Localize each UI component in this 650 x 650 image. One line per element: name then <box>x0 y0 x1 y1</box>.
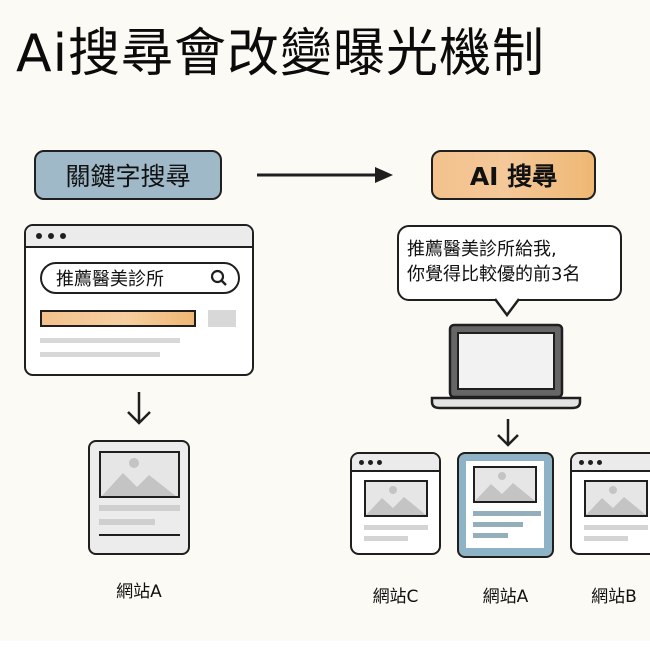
window-titlebar <box>26 226 252 248</box>
window-dot-icon <box>368 459 373 465</box>
window-dot-icon <box>377 459 382 465</box>
window-dot-icon <box>359 459 364 465</box>
text-line-placeholder <box>99 519 155 525</box>
keyword-search-heading: 關鍵字搜尋 <box>34 150 222 200</box>
page-title: Ai搜尋會改變曝光機制 <box>16 24 546 84</box>
result-card-website-b[interactable] <box>570 452 650 555</box>
prompt-line-1: 推薦醫美診所給我, <box>407 239 557 260</box>
divider <box>99 534 180 536</box>
text-line-placeholder <box>99 505 180 511</box>
ad-placeholder <box>208 310 236 327</box>
text-line-placeholder <box>364 525 428 530</box>
result-label-b: 網站B <box>591 587 637 607</box>
result-label-left: 網站A <box>116 582 162 602</box>
prompt-line-2: 你覺得比較優的前3名 <box>407 264 581 285</box>
result-card-website-a[interactable] <box>88 440 190 555</box>
result-label-a: 網站A <box>482 587 529 607</box>
window-dot-icon <box>60 233 66 239</box>
text-line-placeholder <box>473 522 523 527</box>
search-engine-window: 推薦醫美診所 <box>24 224 254 376</box>
image-placeholder-icon <box>364 480 428 517</box>
image-placeholder-icon <box>473 466 537 503</box>
search-query: 推薦醫美診所 <box>56 269 164 290</box>
image-placeholder-icon <box>584 480 648 517</box>
text-line-placeholder <box>364 536 408 541</box>
keyword-search-label: 關鍵字搜尋 <box>65 162 191 191</box>
text-line-placeholder <box>584 525 648 530</box>
result-card-website-a-highlighted[interactable] <box>457 452 554 558</box>
down-arrow-icon <box>497 419 519 447</box>
result-card-website-c[interactable] <box>350 452 441 555</box>
card-inner <box>466 461 544 548</box>
top-result-bar <box>40 310 196 327</box>
window-titlebar <box>572 454 650 472</box>
text-line-placeholder <box>40 338 180 343</box>
window-dot-icon <box>588 459 593 465</box>
down-arrow-icon <box>127 392 151 425</box>
bubble-tail <box>494 298 520 318</box>
text-line-placeholder <box>40 352 160 357</box>
search-icon[interactable] <box>210 269 228 287</box>
ai-prompt-bubble: 推薦醫美診所給我, 你覺得比較優的前3名 <box>397 225 622 301</box>
image-placeholder-icon <box>99 451 180 498</box>
ai-search-label: AI 搜尋 <box>469 162 558 191</box>
window-titlebar <box>352 454 439 472</box>
window-dot-icon <box>36 233 42 239</box>
search-input[interactable]: 推薦醫美診所 <box>40 262 240 294</box>
window-dot-icon <box>597 459 602 465</box>
text-line-placeholder <box>473 511 541 516</box>
text-line-placeholder <box>473 533 508 538</box>
text-line-placeholder <box>584 536 628 541</box>
laptop-icon <box>430 323 582 410</box>
result-label-c: 網站C <box>372 587 419 607</box>
window-dot-icon <box>48 233 54 239</box>
window-dot-icon <box>579 459 584 465</box>
ai-search-heading: AI 搜尋 <box>431 150 596 200</box>
right-arrow-icon <box>257 167 393 183</box>
